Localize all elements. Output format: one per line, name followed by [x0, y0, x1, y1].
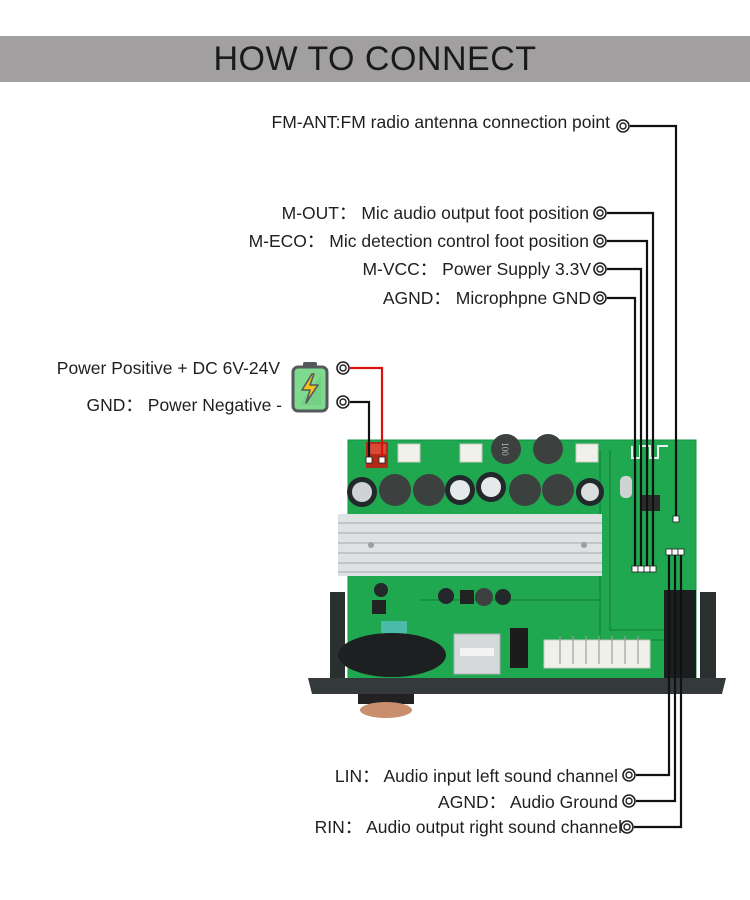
- label-agnd-mic: AGND： Microphpne GND: [382, 288, 591, 308]
- label-power-positive: Power Positive + DC 6V-24V: [56, 358, 280, 378]
- wire-agnd-mic: [607, 296, 637, 570]
- label-m-out: M-OUT： Mic audio output foot position: [281, 203, 589, 223]
- connection-point-icon: [593, 262, 607, 276]
- wire-power-positive: [350, 366, 384, 460]
- wire-lin: [636, 552, 671, 777]
- connection-points: [336, 119, 636, 834]
- connection-point-icon: [593, 206, 607, 220]
- inductor-marking: 100: [500, 442, 510, 456]
- label-agnd-audio: AGND： Audio Ground: [438, 792, 618, 812]
- label-gnd: GND： Power Negative -: [86, 395, 282, 415]
- wire-m-out: [607, 211, 655, 570]
- label-rin: RIN： Audio output right sound channel: [314, 817, 622, 837]
- connection-point-icon: [593, 291, 607, 305]
- wire-fm-ant: [630, 124, 678, 520]
- connection-point-icon: [593, 234, 607, 248]
- label-fm-ant: FM-ANT:FM radio antenna connection point: [271, 112, 611, 132]
- connection-point-icon: [622, 794, 636, 808]
- connection-point-icon: [616, 119, 630, 133]
- header-banner: HOW TO CONNECT: [0, 36, 750, 82]
- connection-point-icon: [620, 820, 634, 834]
- wire-m-vcc: [607, 267, 643, 570]
- pcb-board-image: 100: [308, 434, 726, 718]
- battery-icon: [291, 362, 329, 413]
- page-title: HOW TO CONNECT: [213, 39, 537, 78]
- teal-capacitor: [381, 621, 407, 635]
- label-m-vcc: M-VCC： Power Supply 3.3V: [362, 259, 591, 279]
- label-lin: LIN： Audio input left sound channel: [334, 766, 618, 786]
- connection-point-icon: [622, 768, 636, 782]
- wire-gnd: [350, 400, 371, 460]
- label-m-eco: M-ECO： Mic detection control foot positi…: [248, 231, 589, 251]
- connection-point-icon: [336, 395, 350, 409]
- wire-m-eco: [607, 239, 649, 570]
- wire-agnd-audio: [636, 552, 677, 803]
- wire-rin: [634, 552, 683, 829]
- connection-point-icon: [336, 361, 350, 375]
